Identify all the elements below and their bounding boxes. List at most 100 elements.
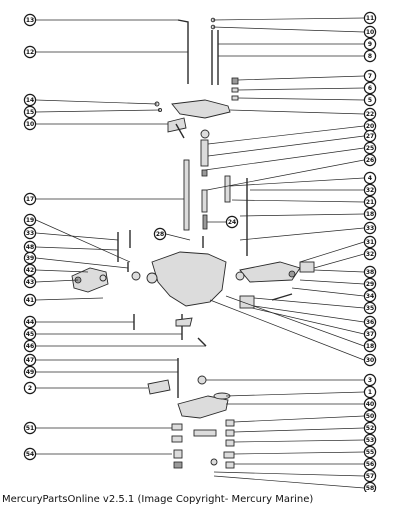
callout-number: 7 [368,73,372,80]
leader-line [229,109,365,115]
leader-line [231,199,365,203]
leader-line [212,26,365,33]
leader-line [253,305,365,323]
callout-number: 42 [26,267,34,274]
callout-circle [23,339,37,353]
callout-number: 35 [366,305,374,312]
leader-line [213,471,365,477]
callout-circle [23,105,37,119]
callout-number: 39 [26,255,34,262]
leader-line [237,97,365,101]
callout-19: 19 [23,213,37,227]
callout-number: 21 [366,199,374,206]
callout-circle [363,385,377,399]
callout-circle [23,315,37,329]
leader-line [35,269,89,273]
callout-circle [363,11,377,25]
callout-number: 25 [366,145,374,152]
callout-circle [363,129,377,143]
callout-circle [363,397,377,411]
callout-18: 18 [363,207,377,221]
callout-circle [23,447,37,461]
callout-number: 48 [26,244,34,251]
callout-50: 50 [363,409,377,423]
callout-43: 43 [23,275,37,289]
callout-circle [363,221,377,235]
callout-number: 28 [156,231,164,238]
callout-39: 39 [23,251,37,265]
callout-circle [363,247,377,261]
callout-number: 58 [366,485,374,492]
callout-33: 33 [363,221,377,235]
callout-38: 38 [363,265,377,279]
callout-number: 51 [26,425,34,432]
callout-number: 27 [366,133,374,140]
callout-number: 10 [366,29,374,36]
callout-circle [363,49,377,63]
callout-circle [363,81,377,95]
leader-line [206,159,365,191]
leader-line [35,232,119,241]
callout-circle [363,339,377,353]
callout-number: 31 [366,239,374,246]
leader-line [233,439,365,443]
callout-number: 4 [368,175,372,182]
callout-55: 55 [363,445,377,459]
callout-number: 50 [366,413,374,420]
callout-circle [363,207,377,221]
callout-33: 33 [23,226,37,240]
callout-number: 14 [26,97,34,104]
callout-circle [363,469,377,483]
callout-number: 24 [228,219,236,226]
callout-number: 26 [366,157,374,164]
callout-35: 35 [363,301,377,315]
callout-51: 51 [23,421,37,435]
leader-line [213,475,365,489]
callout-10: 10 [23,117,37,131]
callout-number: 55 [366,449,374,456]
leader-line [35,109,161,113]
callout-number: 43 [26,279,34,286]
callout-number: 44 [26,319,34,326]
callout-circle [23,93,37,107]
callout-circle [363,153,377,167]
callout-number: 38 [366,269,374,276]
callout-37: 37 [363,327,377,341]
callout-circle [23,365,37,379]
callout-number: 53 [366,437,374,444]
callout-circle [363,107,377,121]
callout-number: 32 [366,187,374,194]
callout-40: 40 [363,397,377,411]
callout-circle [153,227,167,241]
callout-5: 5 [363,93,377,107]
callout-circle [363,265,377,279]
callout-44: 44 [23,315,37,329]
callout-number: 30 [366,357,374,364]
callout-number: 20 [366,123,374,130]
callout-circle [363,315,377,329]
leader-line [225,295,365,347]
callout-number: 11 [366,15,374,22]
leader-line [237,75,365,81]
callout-circle [23,293,37,307]
callout-4: 4 [363,171,377,185]
callout-46: 46 [23,339,37,353]
callout-circle [363,277,377,291]
leader-line [209,299,365,361]
callout-56: 56 [363,457,377,471]
callout-number: 33 [366,225,374,232]
callout-7: 7 [363,69,377,83]
callout-18: 18 [363,339,377,353]
leader-line [35,99,158,105]
leader-line [225,391,365,397]
callout-11: 11 [363,11,377,25]
callout-58: 58 [363,481,377,492]
callout-number: 47 [26,357,34,364]
callout-circle [363,457,377,471]
callout-circle [23,421,37,435]
leader-line [251,307,365,335]
callout-9: 9 [363,37,377,51]
callout-29: 29 [363,277,377,291]
leader-line [299,279,365,285]
callout-number: 15 [26,109,34,116]
